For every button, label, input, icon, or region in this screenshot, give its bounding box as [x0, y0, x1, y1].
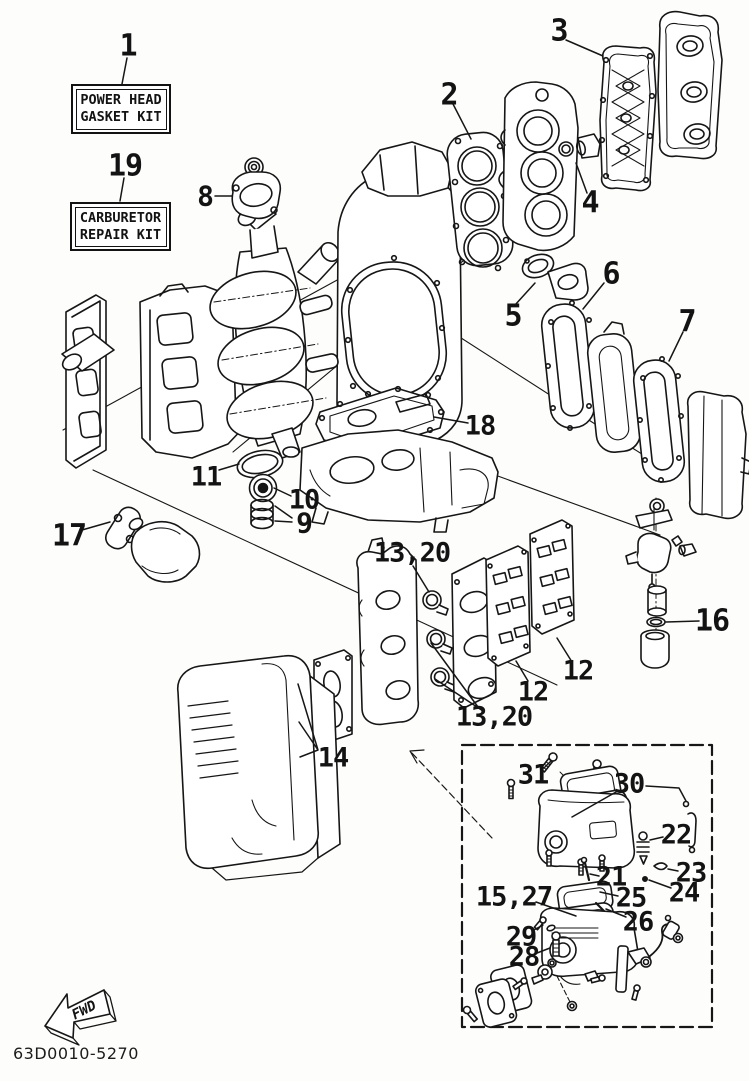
side-plates	[65, 294, 107, 469]
kit-box-line: POWER HEAD	[80, 92, 162, 108]
cylinder-head-cover	[657, 10, 723, 160]
carb-lower-body	[539, 907, 640, 993]
needle-part-21	[580, 856, 591, 882]
overflow-tube	[687, 812, 697, 854]
power-head-gasket-kit-box: POWER HEAD GASKET KIT	[71, 84, 171, 134]
fwd-arrow: FWD	[44, 989, 117, 1046]
float-arm-part-23	[653, 862, 668, 871]
carburetor-detail-box	[409, 743, 714, 1029]
screw-part-28	[551, 931, 561, 957]
power-head-gasket-kit-inner: POWER HEAD GASKET KIT	[75, 88, 167, 130]
carb-upper-body	[537, 789, 636, 869]
head-cover-gasket-part-3	[598, 45, 657, 192]
gasket-ring-part-8	[231, 157, 282, 220]
exhaust-inner-gasket-part-6	[540, 299, 596, 431]
mount-screws	[462, 974, 544, 1023]
bracket-part-17	[104, 506, 201, 583]
jet-part-22	[636, 831, 650, 865]
head-gasket-part-2	[446, 131, 514, 272]
air-silencer-cover	[176, 654, 341, 881]
kit-box-line: GASKET KIT	[80, 109, 162, 125]
crankshaft-stub	[61, 333, 115, 372]
oring-part-11	[236, 449, 284, 479]
carburetor-repair-kit-inner: CARBURETOR REPAIR KIT	[74, 206, 167, 247]
fuel-fitting-wire	[627, 914, 684, 968]
clamp-parts-13-20	[422, 590, 457, 693]
detail-zoom-arrow	[409, 750, 493, 839]
bearing-part-10	[248, 473, 278, 503]
reed-plate-part-12a	[485, 545, 531, 667]
diagram-code: 63D0010-5270	[13, 1044, 139, 1063]
crankshaft	[209, 199, 341, 459]
intake-manifold	[356, 537, 420, 726]
carburetor-repair-kit-box: CARBURETOR REPAIR KIT	[70, 202, 171, 251]
exhaust-outer-gasket-part-7	[632, 355, 686, 483]
reed-plate-part-12b	[529, 519, 575, 635]
mount-gaskets	[474, 964, 533, 1028]
leader-lines	[81, 39, 700, 954]
kit-box-line: CARBURETOR	[79, 209, 162, 226]
pin-part-24	[641, 875, 648, 882]
carburetor-assembly	[462, 752, 697, 1028]
kit-box-line: REPAIR KIT	[79, 226, 162, 243]
crankcase	[299, 141, 463, 456]
seal-part-9	[250, 498, 274, 530]
joint-gasket-part-5	[521, 253, 589, 301]
plug-part-4	[558, 133, 601, 159]
small-hardware	[537, 958, 641, 1012]
exhaust-outer-cover	[686, 390, 749, 520]
cylinder-head	[498, 81, 579, 252]
oil-pan	[299, 429, 499, 533]
thermostat-assembly	[625, 497, 697, 633]
oring-part-16	[646, 616, 666, 628]
cover-screw-hole	[682, 800, 690, 808]
thermostat-cup	[640, 629, 670, 669]
